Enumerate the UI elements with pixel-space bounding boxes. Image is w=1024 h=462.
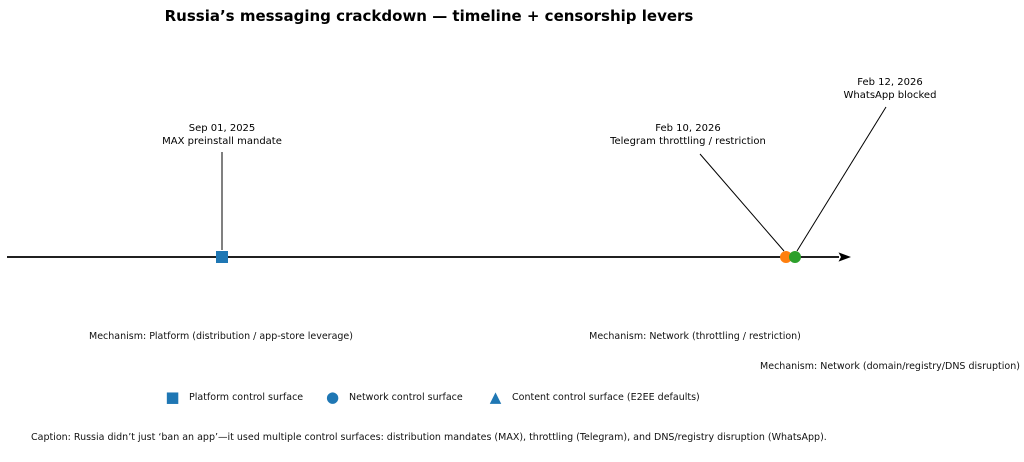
event-name: MAX preinstall mandate <box>162 136 282 147</box>
event-name: Telegram throttling / restriction <box>610 136 766 147</box>
event-label-telegram: Feb 10, 2026 Telegram throttling / restr… <box>558 122 818 148</box>
legend: ■ Platform control surface ● Network con… <box>0 388 1024 406</box>
event-marker-circle <box>780 251 792 263</box>
mechanism-label-network-dns: Mechanism: Network (domain/registry/DNS … <box>760 361 1020 372</box>
legend-item-label: Network control surface <box>349 391 463 403</box>
circle-marker-icon: ● <box>325 387 340 406</box>
event-date: Feb 10, 2026 <box>655 123 721 134</box>
caption-text: Caption: Russia didn’t just ‘ban an app’… <box>31 432 827 443</box>
legend-item-label: Content control surface (E2EE defaults) <box>512 391 700 403</box>
chart-title: Russia’s messaging crackdown — timeline … <box>164 7 694 25</box>
legend-item-network: ● Network control surface <box>325 388 463 406</box>
legend-item-content: ▲ Content control surface (E2EE defaults… <box>488 388 700 406</box>
triangle-marker-icon: ▲ <box>489 387 502 406</box>
event-date: Feb 12, 2026 <box>857 77 923 88</box>
legend-item-platform: ■ Platform control surface <box>165 388 303 406</box>
event-date: Sep 01, 2025 <box>188 123 256 134</box>
mechanism-label-network-throttling: Mechanism: Network (throttling / restric… <box>589 331 801 342</box>
event-leader-line <box>699 153 785 252</box>
square-marker-icon: ■ <box>165 387 180 406</box>
event-marker-circle <box>789 251 801 263</box>
axis-arrowhead-icon <box>838 252 851 262</box>
event-leader-line <box>796 106 887 252</box>
event-label-max: Sep 01, 2025 MAX preinstall mandate <box>92 122 352 148</box>
mechanism-label-platform: Mechanism: Platform (distribution / app-… <box>89 331 353 342</box>
event-label-whatsapp: Feb 12, 2026 WhatsApp blocked <box>760 76 1020 102</box>
event-marker-square <box>216 251 228 263</box>
event-name: WhatsApp blocked <box>843 90 937 101</box>
legend-item-label: Platform control surface <box>189 391 304 403</box>
